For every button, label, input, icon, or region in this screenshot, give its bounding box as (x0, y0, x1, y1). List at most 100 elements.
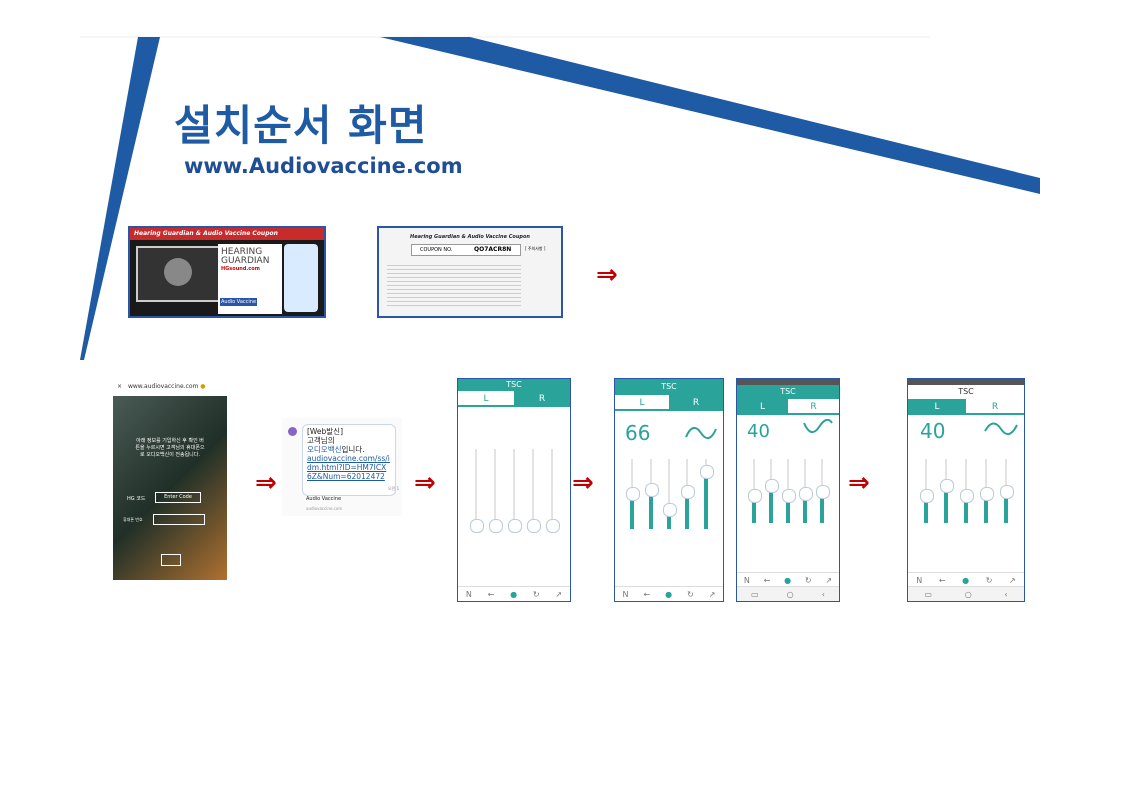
sms-time: 오전 1 (388, 486, 400, 491)
coupon-instructions (387, 262, 521, 308)
sms-line-2: 고객님의 (307, 436, 335, 445)
eq-slider[interactable] (699, 459, 714, 529)
eq-slider[interactable] (662, 459, 677, 529)
coupon-code-box: COUPON NO. QO7ACR8N (411, 244, 521, 256)
close-icon[interactable]: × (117, 383, 123, 390)
sms-sender: Audio Vaccine (306, 496, 342, 502)
status-bar (908, 379, 1024, 385)
app-title: TSC (908, 385, 1024, 399)
tab-left[interactable]: L (615, 395, 669, 411)
android-nav-bar: ▭○‹ (737, 586, 839, 601)
coupon-brand-panel: HEARING GUARDIAN HGsound.com Audio Vacci… (218, 244, 282, 314)
coupon2-banner: Hearing Guardian & Audio Vaccine Coupon (410, 234, 530, 240)
app-screen-3: TSC L R 40 N←●↻↗ ▭○‹ (736, 378, 840, 602)
tab-left[interactable]: L (737, 399, 788, 415)
app-screen-1: TSC L R N←●↻↗ (457, 378, 571, 602)
eq-sliders (737, 459, 839, 523)
sms-highlight: 오디오백신 (307, 445, 342, 454)
eq-slider[interactable] (980, 459, 994, 523)
eq-slider[interactable] (764, 459, 779, 523)
hg-code-label: HG 코드 (127, 496, 146, 502)
tab-right[interactable]: R (788, 399, 839, 415)
app-title: TSC (615, 379, 723, 395)
arrow-3: ⇒ (414, 468, 436, 498)
sms-domain: audiovaccine.com (306, 506, 343, 511)
eq-slider[interactable] (527, 449, 542, 533)
tab-right[interactable]: R (966, 399, 1024, 415)
website-url: www.Audiovaccine.com (184, 154, 463, 178)
eq-slider[interactable] (799, 459, 814, 523)
wave-icon (984, 422, 1018, 436)
coupon-image-2: Hearing Guardian & Audio Vaccine Coupon … (377, 226, 563, 318)
bottom-toolbar: N←●↻↗ (615, 586, 723, 601)
volume-value: 40 (920, 419, 946, 443)
eq-slider[interactable] (960, 459, 974, 523)
tab-left[interactable]: L (908, 399, 966, 415)
star-icon[interactable]: ● (200, 383, 206, 390)
phone-input[interactable] (153, 514, 205, 525)
right-diagonal-stripe (380, 37, 1040, 194)
sms-screenshot: [Web발신] 고객님의 오디오백신입니다. audiovaccine.com/… (282, 418, 402, 516)
hearing-guardian-logo: HEARING GUARDIAN (221, 247, 270, 266)
sms-link[interactable]: audiovaccine.com/ss/idm.html?ID=HM7ICX6Z… (307, 454, 390, 481)
eq-slider[interactable] (626, 459, 641, 529)
page-title: 설치순서 화면 (174, 101, 428, 150)
eq-slider[interactable] (1000, 459, 1014, 523)
eq-slider[interactable] (747, 459, 762, 523)
app-screen-2: TSC L R 66 N←●↻↗ (614, 378, 724, 602)
left-diagonal-stripe (80, 37, 160, 360)
android-nav-bar: ▭○‹ (908, 586, 1024, 601)
coupon-code: QO7ACR8N (474, 246, 512, 253)
eq-slider[interactable] (469, 449, 484, 533)
ear-graphic (164, 258, 192, 286)
browser-screenshot: × www.audiovaccine.com ● 아래 정보를 기입하신 후 확… (113, 378, 227, 580)
eq-slider[interactable] (781, 459, 796, 523)
arrow-1: ⇒ (596, 260, 618, 290)
app-title: TSC (458, 379, 570, 391)
tab-right[interactable]: R (669, 395, 723, 411)
eq-slider[interactable] (816, 459, 831, 523)
coupon-image-1: Hearing Guardian & Audio Vaccine Coupon … (128, 226, 326, 318)
eq-slider[interactable] (546, 449, 561, 533)
phone-label: 휴대폰 번호 (123, 517, 143, 522)
submit-button[interactable] (161, 554, 181, 566)
eq-sliders (908, 459, 1024, 523)
channel-tabs: L R (615, 395, 723, 411)
volume-value: 40 (747, 421, 770, 442)
app-screen-4: TSC L R 40 N←●↻↗ ▭○‹ (907, 378, 1025, 602)
eq-slider[interactable] (681, 459, 696, 529)
enter-code-input[interactable]: Enter Code (155, 492, 201, 503)
avatar (288, 427, 297, 436)
channel-tabs: L R (908, 399, 1024, 415)
coupon-banner: Hearing Guardian & Audio Vaccine Coupon (130, 228, 324, 240)
bottom-toolbar: N←●↻↗ (908, 572, 1024, 587)
eq-slider[interactable] (940, 459, 954, 523)
eq-slider[interactable] (920, 459, 934, 523)
coupon-code-label: COUPON NO. (420, 247, 453, 253)
browser-address-bar: × www.audiovaccine.com ● (113, 378, 227, 396)
wave-icon (803, 419, 833, 434)
sms-line-3: 입니다. (341, 445, 365, 454)
audio-vaccine-logo: Audio Vaccine (220, 298, 258, 306)
browser-message: 아래 정보를 기입하신 후 확인 버튼을 누르시면 고객님의 휴대폰으로 오디오… (135, 438, 205, 458)
arrow-5: ⇒ (848, 468, 870, 498)
tab-left[interactable]: L (458, 391, 514, 407)
eq-slider[interactable] (507, 449, 522, 533)
coupon-notice: [ 주의사항 ] (525, 246, 546, 251)
arrow-4: ⇒ (572, 468, 594, 498)
status-bar (737, 379, 839, 385)
eq-sliders (458, 449, 570, 533)
channel-tabs: L R (737, 399, 839, 415)
eq-slider[interactable] (644, 459, 659, 529)
channel-tabs: L R (458, 391, 570, 407)
phone-graphic (284, 244, 318, 312)
browser-url[interactable]: www.audiovaccine.com (127, 383, 199, 390)
app-title: TSC (737, 385, 839, 399)
arrow-2: ⇒ (255, 468, 277, 498)
bottom-toolbar: N←●↻↗ (737, 572, 839, 587)
eq-sliders (615, 459, 723, 529)
eq-slider[interactable] (488, 449, 503, 533)
tab-right[interactable]: R (514, 391, 570, 407)
bottom-toolbar: N←●↻↗ (458, 586, 570, 601)
